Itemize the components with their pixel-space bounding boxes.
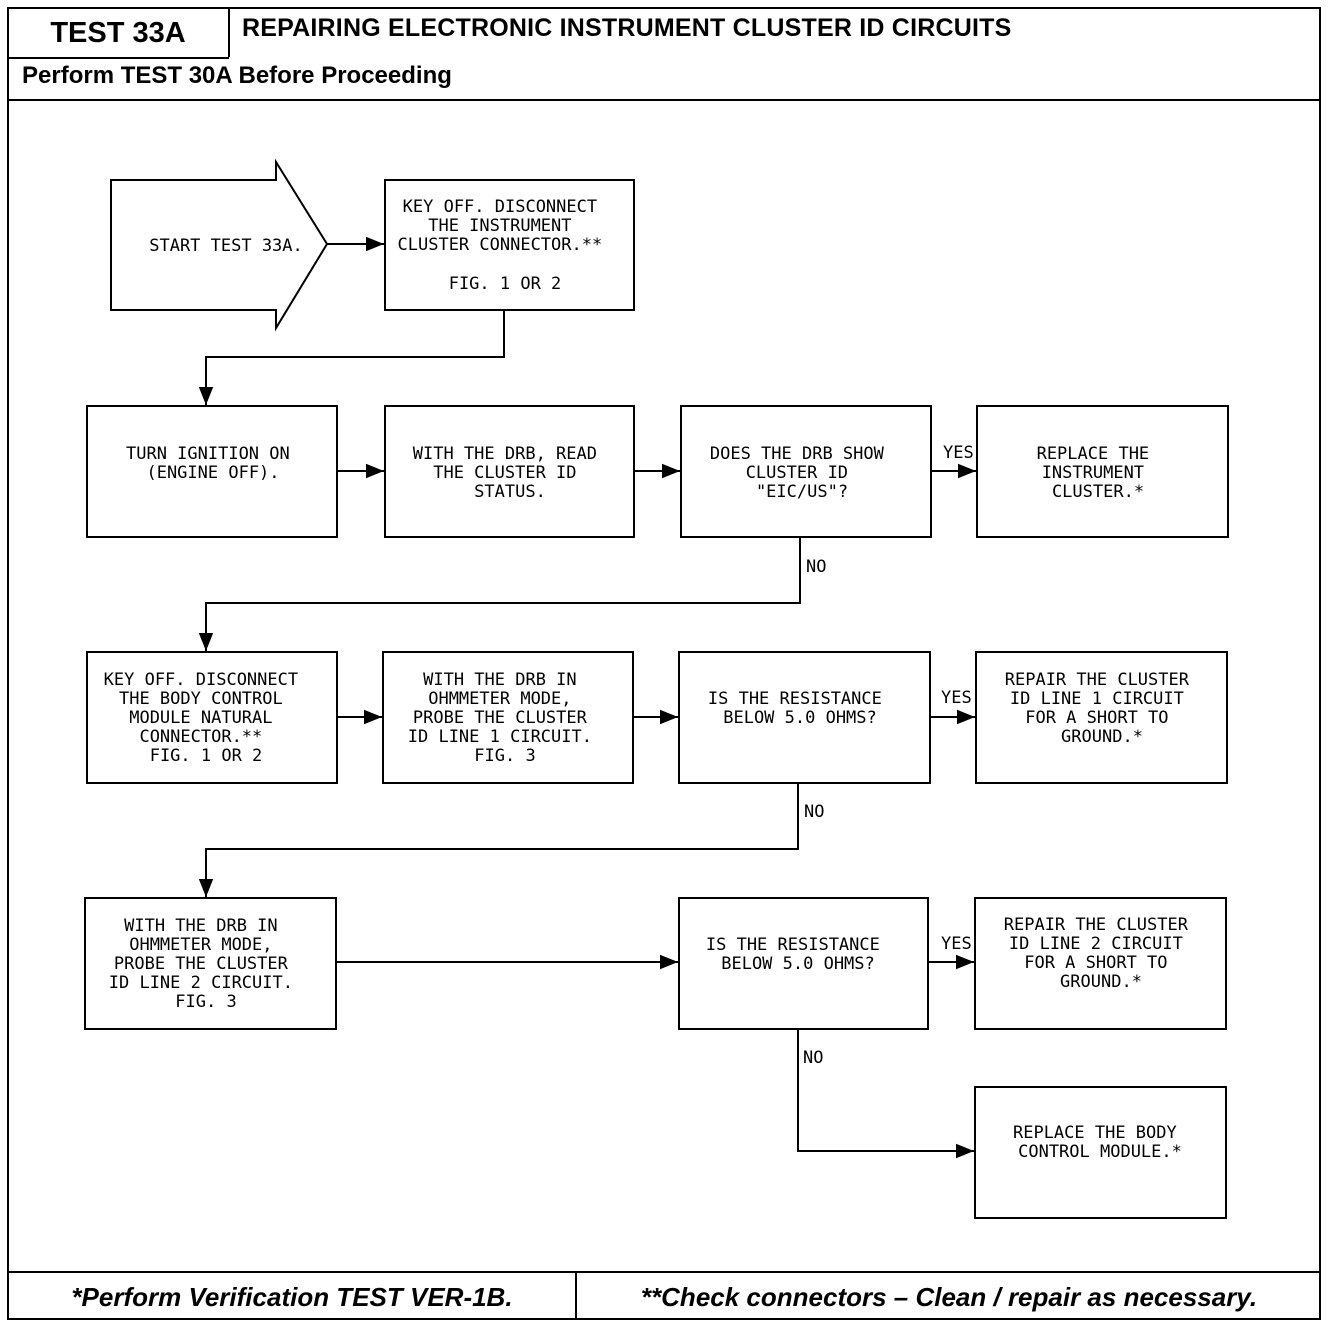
text-key-off-bcm: KEY OFF. DISCONNECT THE BODY CONTROL MOD… (104, 670, 309, 766)
text-question-resistance-2: IS THE RESISTANCE BELOW 5.0 OHMS? (706, 935, 890, 974)
box-key-off-cluster (384, 179, 635, 311)
box-question-resistance-2 (678, 897, 929, 1030)
box-repair-line2 (974, 897, 1227, 1030)
footer-note-verification: *Perform Verification TEST VER-1B. (71, 1281, 513, 1312)
label-yes-2: YES (941, 688, 972, 708)
text-read-status: WITH THE DRB, READ THE CLUSTER ID STATUS… (413, 444, 607, 502)
footer-divider (575, 1271, 577, 1320)
connector-keyoff-to-ignition (198, 310, 505, 405)
text-probe-line2: WITH THE DRB IN OHMMETER MODE, PROBE THE… (109, 916, 303, 1012)
prerequisite-note: Perform TEST 30A Before Proceeding (22, 62, 452, 89)
connector-question2-no-to-replace-bcm (797, 1029, 974, 1159)
box-repair-line1 (975, 651, 1228, 784)
prerequisite-underline (7, 99, 1321, 101)
footer-rule (7, 1271, 1321, 1273)
text-repair-line2: REPAIR THE CLUSTER ID LINE 2 CIRCUIT FOR… (1004, 915, 1198, 992)
page-title: REPAIRING ELECTRONIC INSTRUMENT CLUSTER … (242, 14, 1012, 42)
label-yes-3: YES (941, 934, 972, 954)
text-replace-bcm: REPLACE THE BODY CONTROL MODULE.* (1013, 1123, 1187, 1162)
connector-question-no-to-bcm (198, 537, 801, 651)
text-replace-cluster: REPLACE THE INSTRUMENT CLUSTER.* (1037, 444, 1160, 502)
footer-note-connectors: **Check connectors – Clean / repair as n… (640, 1281, 1258, 1312)
box-replace-cluster (976, 405, 1229, 538)
label-no-2: NO (804, 802, 824, 822)
start-arrow-shape (110, 158, 329, 332)
header-divider (228, 7, 230, 57)
box-replace-bcm (974, 1086, 1227, 1219)
header-underline (7, 57, 229, 59)
text-ignition-on: TURN IGNITION ON (ENGINE OFF). (126, 444, 300, 483)
label-no-1: NO (806, 557, 826, 577)
label-no-3: NO (803, 1048, 823, 1068)
text-question-resistance-1: IS THE RESISTANCE BELOW 5.0 OHMS? (708, 689, 892, 728)
box-probe-line2 (84, 897, 337, 1030)
connector-question1-no-to-probe2 (198, 783, 799, 897)
test-id: TEST 33A (50, 16, 186, 49)
label-yes-1: YES (943, 443, 974, 463)
text-key-off-cluster: KEY OFF. DISCONNECT THE INSTRUMENT CLUST… (398, 197, 613, 294)
text-question-eic-us: DOES THE DRB SHOW CLUSTER ID "EIC/US"? (710, 444, 894, 502)
start-label: START TEST 33A. (149, 236, 303, 256)
page-frame (7, 7, 1321, 1320)
text-repair-line1: REPAIR THE CLUSTER ID LINE 1 CIRCUIT FOR… (1005, 670, 1199, 747)
text-probe-line1: WITH THE DRB IN OHMMETER MODE, PROBE THE… (408, 670, 602, 766)
